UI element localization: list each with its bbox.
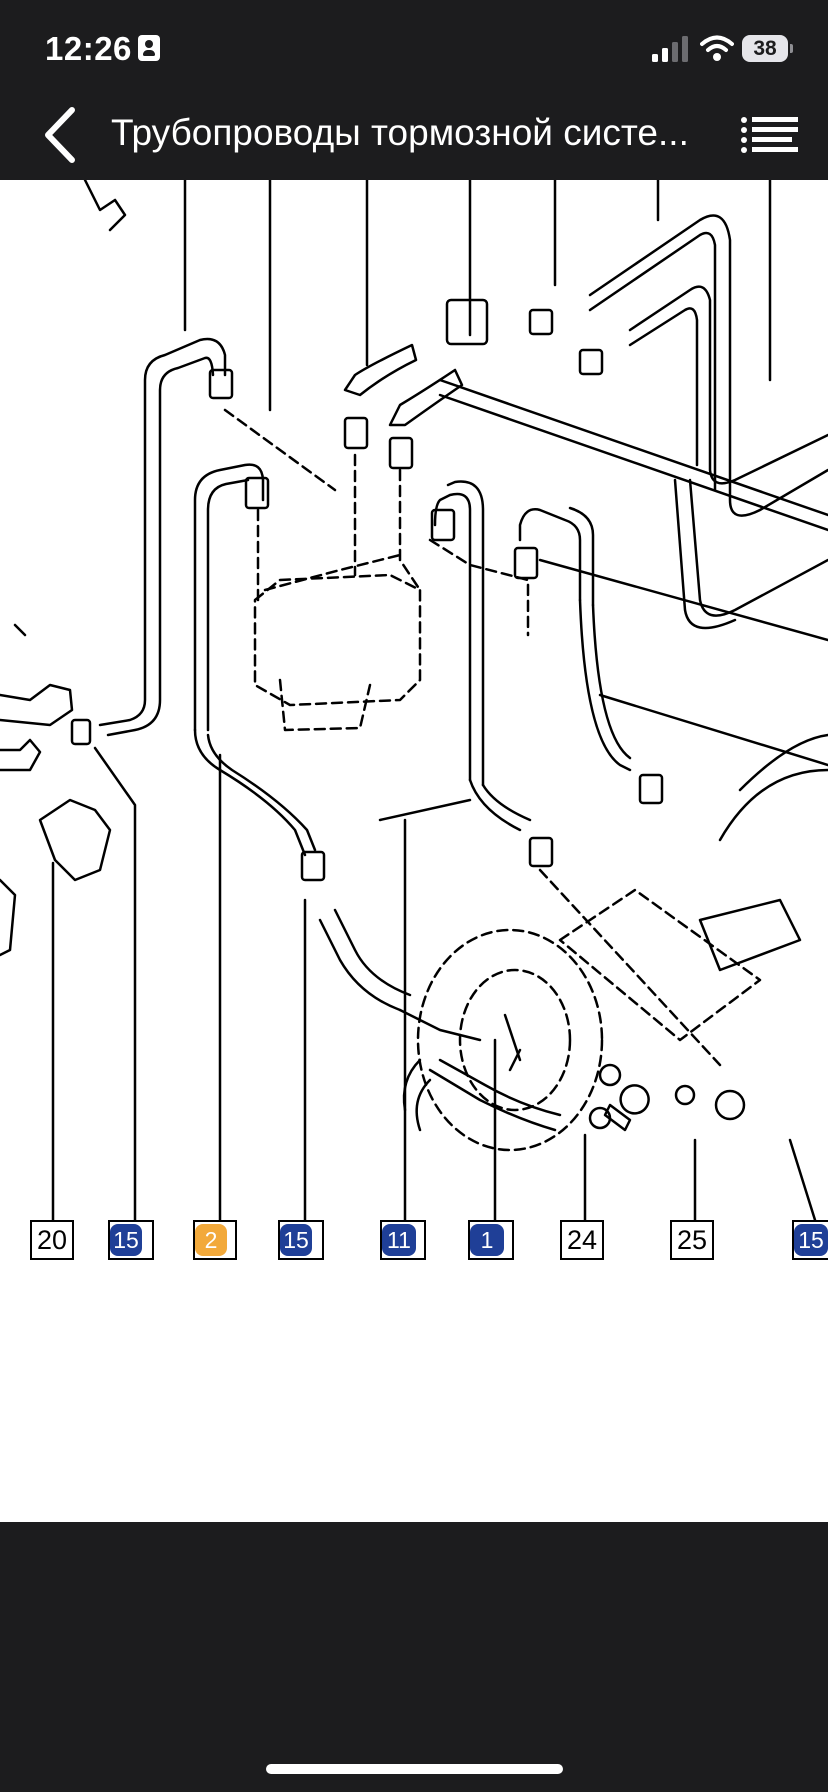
parts-diagram: 20 15 2 15 11 1 24 25 15 (0, 180, 828, 1522)
callout-label: 20 (36, 1225, 68, 1255)
home-indicator[interactable] (266, 1764, 563, 1774)
callout-badge: 15 (280, 1224, 312, 1256)
list-icon[interactable] (738, 104, 800, 166)
nav-bar: Трубопроводы тормозной систе... (0, 90, 828, 180)
callout-label: 25 (676, 1225, 708, 1255)
callout-15[interactable]: 15 (792, 1220, 828, 1260)
callout-badge: 1 (470, 1224, 504, 1256)
cellular-signal-icon (652, 36, 688, 62)
status-bar: 12:26 38 (0, 0, 828, 90)
callout-15[interactable]: 15 (278, 1220, 324, 1260)
back-button[interactable] (30, 90, 90, 180)
callout-badge: 15 (794, 1224, 828, 1256)
callout-1[interactable]: 1 (468, 1220, 514, 1260)
status-time: 12:26 (45, 30, 132, 67)
callout-15[interactable]: 15 (108, 1220, 154, 1260)
callout-label: 24 (566, 1225, 598, 1255)
callout-20[interactable]: 20 (30, 1220, 74, 1260)
callout-badge: 15 (110, 1224, 142, 1256)
page-title: Трубопроводы тормозной систе... (111, 112, 689, 153)
callout-11[interactable]: 11 (380, 1220, 426, 1260)
person-badge-icon (138, 35, 160, 61)
callout-badge: 2 (195, 1224, 227, 1256)
callout-25[interactable]: 25 (670, 1220, 714, 1260)
callout-24[interactable]: 24 (560, 1220, 604, 1260)
wifi-icon (700, 35, 734, 61)
battery-icon: 38 (742, 35, 793, 62)
callout-badge: 11 (382, 1224, 416, 1256)
brake-lines-drawing (0, 180, 828, 1222)
callout-2[interactable]: 2 (193, 1220, 237, 1260)
